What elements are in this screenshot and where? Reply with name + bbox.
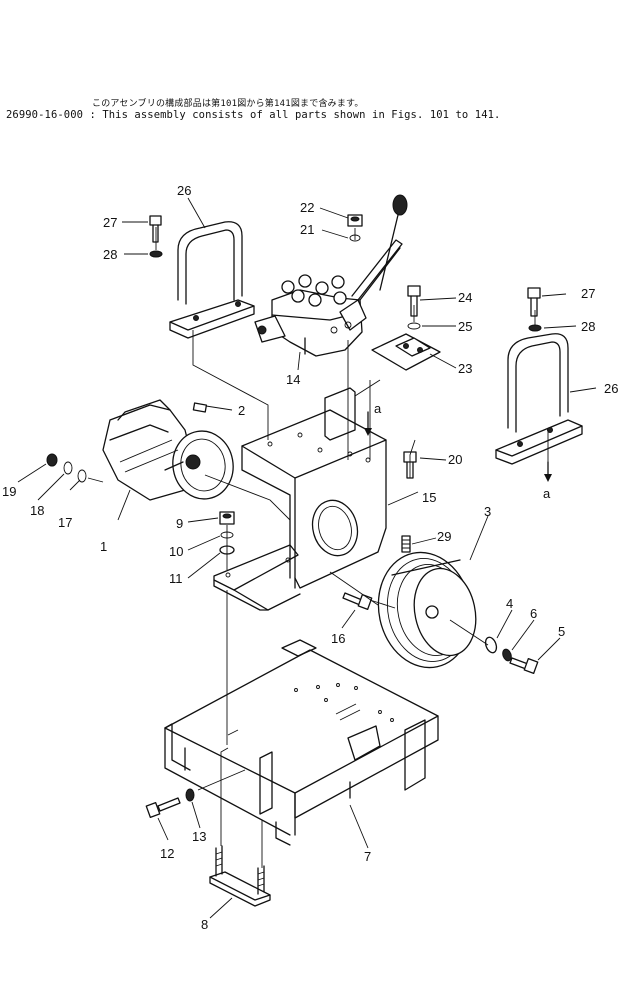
nut-22 (347, 214, 363, 227)
setscrew-29 (401, 535, 411, 553)
washer-28-right (528, 324, 542, 332)
callout-26-right: 26 (604, 381, 618, 396)
bolt-27-left (149, 215, 162, 243)
callout-15: 15 (422, 490, 436, 505)
washer-28-left (149, 250, 163, 258)
callout-17: 17 (58, 515, 72, 530)
callout-25: 25 (458, 319, 472, 334)
wheel (377, 551, 477, 669)
callout-14: 14 (286, 372, 300, 387)
callout-29: 29 (437, 529, 451, 544)
callout-5: 5 (558, 624, 565, 639)
nut-13 (185, 788, 195, 802)
callout-1: 1 (100, 539, 107, 554)
control-valve (254, 194, 408, 357)
assembly-guide-lines (87, 227, 549, 868)
handle-guard-left (169, 221, 255, 339)
ref-arrow-bottom (544, 461, 552, 482)
header-note-japanese: このアセンブリの構成部品は第101図から第141図まで含みます。 (92, 99, 364, 109)
callout-27-left: 27 (103, 215, 117, 230)
stud-bracket-8 (209, 845, 271, 907)
header-note-english: 26990-16-000 : This assembly consists of… (6, 109, 501, 121)
bracket (213, 387, 387, 611)
callout-22: 22 (300, 200, 314, 215)
callout-9: 9 (176, 516, 183, 531)
callout-11: 11 (169, 571, 183, 586)
callout-10: 10 (169, 544, 183, 559)
callout-27-right: 27 (581, 286, 595, 301)
washer-4 (484, 636, 498, 654)
callout-16: 16 (331, 631, 345, 646)
callout-8: 8 (201, 917, 208, 932)
callout-12: 12 (160, 846, 174, 861)
plate (371, 333, 441, 371)
callout-28-right: 28 (581, 319, 595, 334)
key-2 (192, 402, 208, 413)
ref-arrow-top (364, 411, 372, 436)
callout-21: 21 (300, 222, 314, 237)
bolt-12 (145, 797, 181, 818)
bolt-5 (509, 657, 539, 674)
callout-18: 18 (30, 503, 44, 518)
callout-28-left: 28 (103, 247, 117, 262)
callout-2: 2 (238, 403, 245, 418)
callout-23: 23 (458, 361, 472, 376)
ref-label-a-bottom: a (543, 486, 551, 501)
callout-4: 4 (506, 596, 513, 611)
hydraulic-pump (102, 399, 234, 501)
washer-25 (407, 322, 421, 330)
callout-26-left: 26 (177, 183, 191, 198)
nut-19 (46, 453, 58, 467)
washer-6 (502, 648, 512, 662)
bolt-27-right (527, 287, 541, 317)
base-frame (164, 639, 439, 846)
callout-19: 19 (2, 484, 16, 499)
callout-3: 3 (484, 504, 491, 519)
bolt-16 (342, 592, 373, 610)
nut-9 (219, 511, 235, 525)
callout-24: 24 (458, 290, 472, 305)
ref-label-a-top: a (374, 401, 382, 416)
washer-18 (63, 461, 73, 475)
washer-17 (77, 469, 87, 483)
leader-lines (17, 197, 597, 919)
callout-labels: 1 2 3 4 5 6 7 8 9 10 11 12 13 14 15 16 1… (2, 183, 618, 932)
handle-guard-right (495, 333, 583, 465)
callout-7: 7 (364, 849, 371, 864)
callout-13: 13 (192, 829, 206, 844)
callout-6: 6 (530, 606, 537, 621)
callout-20: 20 (448, 452, 462, 467)
